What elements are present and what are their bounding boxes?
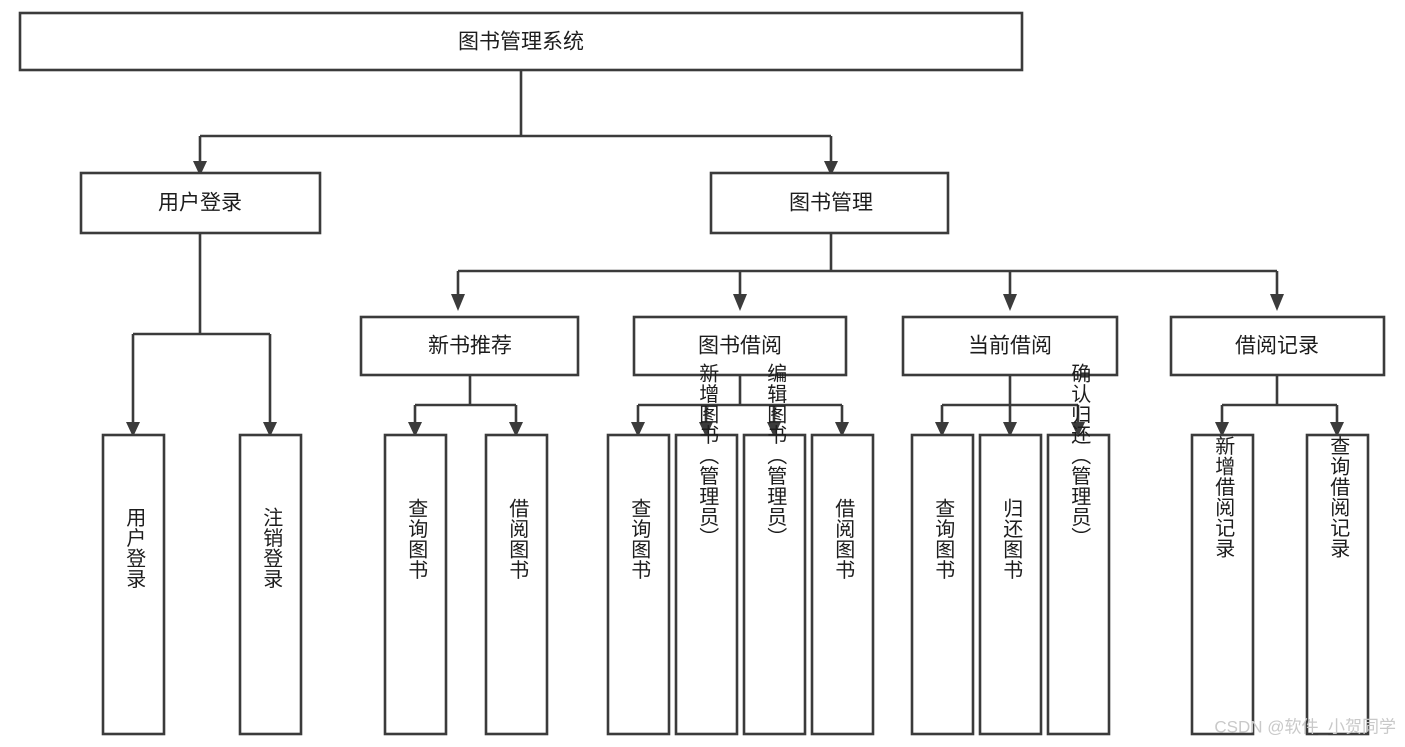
node-leaf-borrow-book-2-label: 借阅图书 (832, 498, 855, 580)
arrow-to-leaf-add-record (1215, 422, 1229, 437)
arrow-to-leaf-add-book (699, 422, 713, 437)
node-leaf-edit-book-box[interactable] (742, 433, 807, 736)
node-leaf-user-login-label: 用户登录 (123, 507, 146, 589)
node-book-borrow[interactable]: 图书借阅 (632, 315, 848, 377)
arrow-to-borrow-record (1270, 294, 1284, 311)
node-leaf-add-book[interactable]: 新增图书（管理员） (674, 362, 739, 736)
arrow-to-current-borrow (1003, 294, 1017, 311)
node-leaf-confirm-return-box[interactable] (1046, 433, 1111, 736)
node-new-book-rec-label: 新书推荐 (428, 335, 512, 358)
node-borrow-record-box[interactable] (1169, 315, 1386, 377)
node-leaf-query-book-2-box[interactable] (606, 433, 671, 736)
arrow-to-book-borrow (733, 294, 747, 311)
node-root-box[interactable] (18, 11, 1024, 72)
node-borrow-record[interactable]: 借阅记录 (1169, 315, 1386, 377)
node-leaf-edit-book[interactable]: 编辑图书（管理员） (742, 362, 807, 736)
node-leaf-query-book-3-label: 查询图书 (932, 498, 955, 580)
node-root[interactable]: 图书管理系统 (18, 11, 1024, 72)
connector-layer (126, 70, 1344, 437)
node-leaf-add-record-label: 新增借阅记录 (1212, 435, 1235, 558)
edge-book-borrow-bus (636, 375, 844, 424)
arrow-to-leaf-logout (263, 422, 277, 437)
edge-borrow-record-bus (1220, 375, 1339, 424)
node-leaf-borrow-book-2[interactable]: 借阅图书 (810, 433, 875, 736)
node-leaf-confirm-return-label: 确认归还（管理员） (1068, 362, 1091, 547)
node-leaf-add-record[interactable]: 新增借阅记录 (1190, 433, 1255, 736)
node-new-book-rec-box[interactable] (359, 315, 580, 377)
node-leaf-query-record-box[interactable] (1305, 433, 1370, 736)
node-leaf-add-book-label: 新增图书（管理员） (696, 362, 719, 547)
arrow-root-to-book-manage (824, 161, 838, 176)
node-leaf-query-book-1[interactable]: 查询图书 (383, 433, 448, 736)
arrow-to-leaf-borrow-book-1 (509, 422, 523, 437)
node-leaf-borrow-book-1[interactable]: 借阅图书 (484, 433, 549, 736)
arrow-to-new-book-rec (451, 294, 465, 311)
node-book-manage[interactable]: 图书管理 (709, 171, 950, 235)
node-current-borrow-label: 当前借阅 (968, 335, 1052, 358)
node-current-borrow[interactable]: 当前借阅 (901, 315, 1119, 377)
arrow-to-leaf-user-login (126, 422, 140, 437)
node-leaf-query-book-2-label: 查询图书 (628, 498, 651, 580)
node-leaf-query-book-1-label: 查询图书 (405, 498, 428, 580)
node-leaf-add-record-box[interactable] (1190, 433, 1255, 736)
arrow-to-leaf-query-book-3 (935, 422, 949, 437)
edge-root-bus (198, 70, 833, 163)
node-leaf-query-book-2[interactable]: 查询图书 (606, 433, 671, 736)
node-leaf-query-book-3-box[interactable] (910, 433, 975, 736)
node-leaf-borrow-book-1-box[interactable] (484, 433, 549, 736)
edge-new-book-rec-bus (413, 375, 518, 424)
arrow-to-leaf-query-book-2 (631, 422, 645, 437)
node-book-manage-box[interactable] (709, 171, 950, 235)
arrow-to-leaf-return-book (1003, 422, 1017, 437)
node-leaf-logout-label: 注销登录 (260, 507, 283, 589)
arrow-to-leaf-confirm-return (1071, 422, 1085, 437)
node-leaf-user-login-box[interactable] (101, 433, 166, 736)
node-leaf-return-book-box[interactable] (978, 433, 1043, 736)
arrow-to-leaf-query-book-1 (408, 422, 422, 437)
node-new-book-rec[interactable]: 新书推荐 (359, 315, 580, 377)
node-leaf-user-login[interactable]: 用户登录 (101, 433, 166, 736)
edge-current-borrow-bus (940, 375, 1080, 424)
node-leaf-query-book-1-box[interactable] (383, 433, 448, 736)
node-leaf-borrow-book-2-box[interactable] (810, 433, 875, 736)
node-borrow-record-label: 借阅记录 (1235, 335, 1319, 358)
node-leaf-edit-book-label: 编辑图书（管理员） (764, 362, 787, 547)
node-leaf-confirm-return[interactable]: 确认归还（管理员） (1046, 362, 1111, 736)
node-book-manage-label: 图书管理 (789, 192, 873, 215)
node-leaf-query-book-3[interactable]: 查询图书 (910, 433, 975, 736)
node-user-login-box[interactable] (79, 171, 322, 235)
node-leaf-add-book-box[interactable] (674, 433, 739, 736)
node-leaf-logout-box[interactable] (238, 433, 303, 736)
edge-user-login-bus (131, 233, 272, 424)
node-user-login[interactable]: 用户登录 (79, 171, 322, 235)
watermark: CSDN @软件_小贺同学 (1214, 717, 1396, 736)
node-leaf-query-record-label: 查询借阅记录 (1327, 435, 1350, 558)
node-user-login-label: 用户登录 (158, 192, 242, 215)
node-leaf-query-record[interactable]: 查询借阅记录 (1305, 433, 1370, 736)
arrow-to-leaf-query-record (1330, 422, 1344, 437)
node-book-borrow-label: 图书借阅 (698, 335, 782, 358)
arrow-to-leaf-edit-book (767, 422, 781, 437)
arrow-root-to-user-login (193, 161, 207, 176)
arrow-to-leaf-borrow-book-2 (835, 422, 849, 437)
node-current-borrow-box[interactable] (901, 315, 1119, 377)
node-leaf-logout[interactable]: 注销登录 (238, 433, 303, 736)
node-leaf-borrow-book-1-label: 借阅图书 (506, 498, 529, 580)
node-leaf-return-book-label: 归还图书 (1000, 498, 1023, 580)
node-root-label: 图书管理系统 (458, 31, 584, 54)
node-leaf-return-book[interactable]: 归还图书 (978, 433, 1043, 736)
node-book-borrow-box[interactable] (632, 315, 848, 377)
edge-book-manage-bus (456, 233, 1279, 296)
